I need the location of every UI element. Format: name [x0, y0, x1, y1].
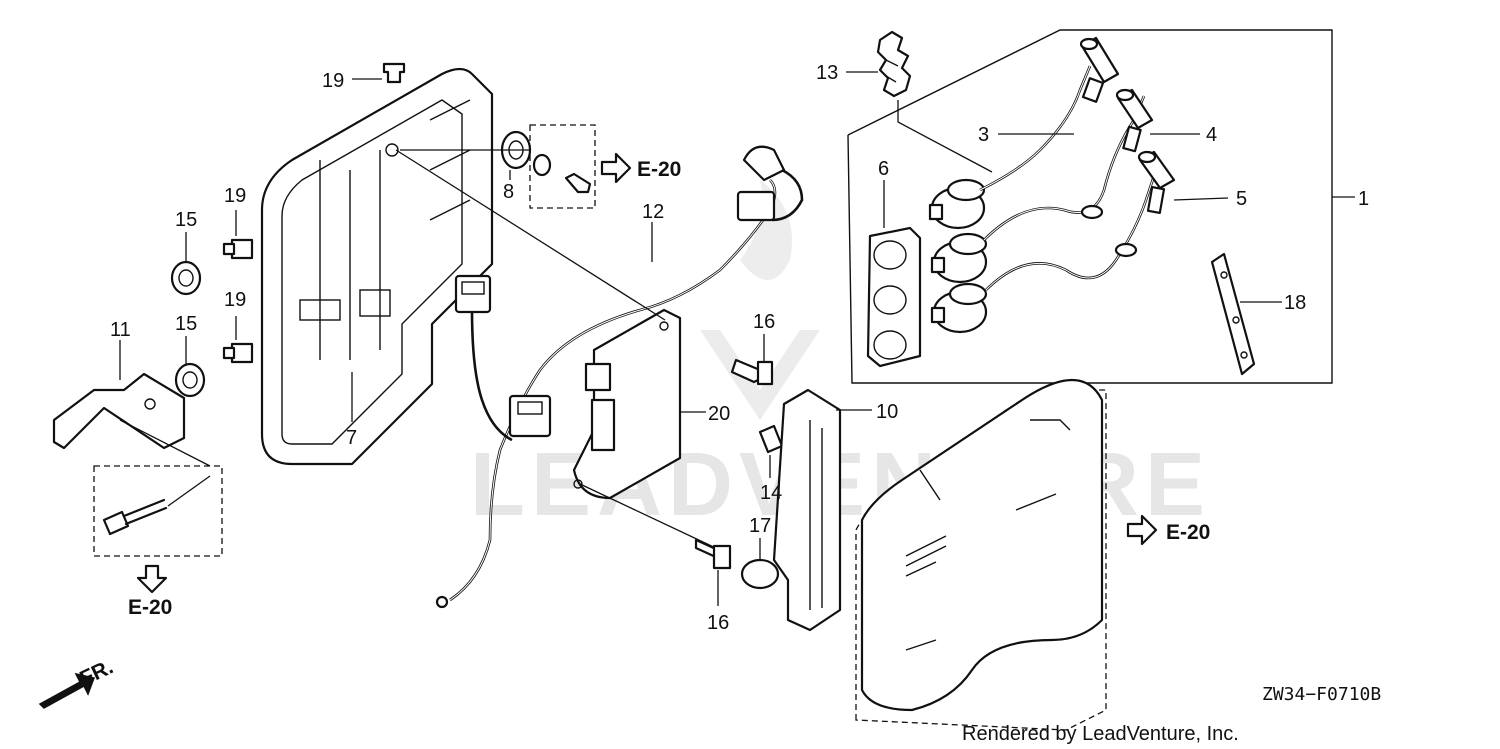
- callout-16a: 16: [753, 311, 775, 333]
- credit-line: Rendered by LeadVenture, Inc.: [962, 723, 1239, 745]
- callouts: 1 3 4 5 6 7 8 10 11 12 13 14 15 15 16 16…: [110, 62, 1369, 634]
- bolt-detail-box-left: [93, 465, 223, 557]
- callout-10: 10: [876, 401, 898, 423]
- callout-1: 1: [1358, 188, 1369, 210]
- e20-arrow-right: [1126, 514, 1158, 546]
- callout-19b: 19: [224, 185, 246, 207]
- callout-13: 13: [816, 62, 838, 84]
- callout-18: 18: [1284, 292, 1306, 314]
- part-7-bracket-plate: [260, 67, 494, 466]
- callout-6: 6: [878, 158, 889, 180]
- ignition-coil-kit-group: [847, 29, 1355, 384]
- part-13-clip: [846, 30, 993, 173]
- e20-arrow-down: [136, 564, 168, 594]
- part-17-cap: [740, 538, 780, 590]
- part-16-bolts: [694, 334, 774, 606]
- ref-e20-top: E-20: [637, 158, 681, 181]
- callout-17: 17: [749, 515, 771, 537]
- part-10-connector-strip: [772, 388, 872, 632]
- part-12-wiring-harness: [435, 145, 804, 609]
- part-8-and-bolt-box: [400, 124, 596, 209]
- callout-15a: 15: [175, 209, 197, 231]
- callout-15b: 15: [175, 313, 197, 335]
- part-20-control-unit: [395, 149, 721, 551]
- drawing-code: ZW34−F0710B: [1262, 684, 1381, 705]
- callout-4: 4: [1206, 124, 1217, 146]
- callout-16b: 16: [707, 612, 729, 634]
- e20-arrow-top: [600, 152, 632, 184]
- section-references: E-20 E-20 E-20: [128, 158, 1210, 619]
- callout-3: 3: [978, 124, 989, 146]
- part-19-screws: [222, 62, 406, 364]
- part-18-strip: [1210, 252, 1282, 376]
- callout-19a: 19: [322, 70, 344, 92]
- callout-11: 11: [110, 319, 131, 341]
- front-arrow: FR.: [38, 655, 117, 709]
- ignition-coils: [928, 36, 1229, 334]
- callout-8: 8: [503, 181, 514, 203]
- callout-7: 7: [346, 427, 357, 449]
- callout-12: 12: [642, 201, 664, 223]
- ref-e20-right: E-20: [1166, 521, 1210, 544]
- callout-14: 14: [760, 482, 782, 504]
- callout-20: 20: [708, 403, 730, 425]
- part-15-grommets: [170, 232, 206, 398]
- callout-19c: 19: [224, 289, 246, 311]
- part-6-coil-holder: [866, 180, 922, 368]
- part-11-bracket: [52, 340, 211, 467]
- cover-panel: [855, 378, 1107, 731]
- ref-e20-bottom: E-20: [128, 596, 172, 619]
- callout-5: 5: [1236, 188, 1247, 210]
